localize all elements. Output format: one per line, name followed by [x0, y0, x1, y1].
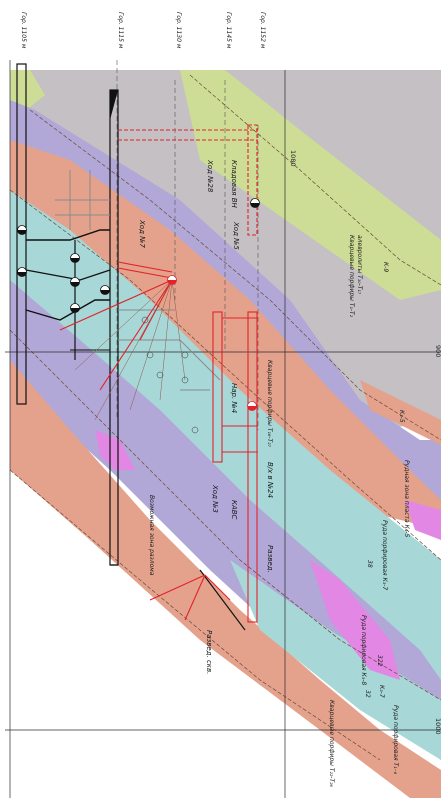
fan-line-1 [94, 279, 173, 421]
label-hod3: Ход №3 [211, 484, 219, 513]
label-razved-skv: Развед. скв. [205, 630, 213, 674]
label-hod5: Ход №5 [232, 221, 240, 250]
label-lower: Кварцевые порфиры Т₂₂-Т₂₆ [328, 700, 335, 788]
label-c32: 32 [364, 690, 371, 698]
stations [17, 198, 260, 411]
stratum-yellowgreen [180, 70, 441, 300]
horizon-labels: Гор. 1105 м Гор. 1115 м Гор. 1130 м Гор.… [20, 12, 266, 49]
fan-line-5 [74, 279, 173, 371]
label-aleurolite: алевролиты Т₁₀-Т₁₇ [356, 235, 363, 295]
marker-3 [156, 371, 164, 379]
fan-line-4 [171, 279, 186, 381]
label-vk24: В/х в №24 [266, 462, 274, 498]
red-fan-1 [99, 279, 173, 391]
station-8 [167, 275, 177, 285]
grid-label-1080: 1080 [289, 150, 297, 167]
stratum-salmon-lower [10, 360, 441, 798]
stratum-magenta-lens-1 [310, 560, 400, 680]
horizon-label-1130: Гор. 1130 м [175, 12, 182, 49]
horizon-label-1145: Гор. 1145 м [225, 12, 232, 49]
stratum-magenta-lens-2 [95, 430, 135, 470]
fan-line-3 [159, 279, 173, 401]
red-fan-4 [149, 574, 206, 601]
label-zone-fault: Возможная зона разлома [148, 495, 155, 576]
boundary-5 [9, 469, 381, 761]
drift-7 [199, 569, 246, 631]
label-ore-k8: Руда порфировая К₃-8 [360, 615, 367, 685]
main-shaft [16, 63, 27, 405]
stratum-cyan-lower [230, 560, 441, 760]
station-3 [70, 253, 80, 263]
red-fan-2 [59, 279, 173, 331]
boundary-3 [9, 189, 441, 561]
horizon-label-1105: Гор. 1105 м [20, 12, 27, 49]
label-quartz-green: Кварцевые порфиры Т₁-Т₂ [348, 235, 355, 318]
red-hod7-b [117, 267, 173, 279]
label-razved: Развед. [266, 545, 274, 573]
label-nar4: Нар. №4 [230, 383, 238, 413]
strata [10, 70, 441, 798]
grid-lines [5, 60, 441, 798]
label-k9: К-9 [382, 262, 389, 272]
label-coal-seam: Рудная зона пласта К₁-5 [403, 460, 410, 537]
drift-3 [25, 269, 111, 281]
working-labels: Ход №7 Ход №5 Ход №28 Кладовая ВН Нар. №… [138, 159, 274, 674]
grid-label-900: 900 [434, 345, 441, 357]
red-vk24 [247, 311, 258, 623]
label-hod28: Ход №28 [206, 159, 214, 193]
fan-lines [74, 279, 186, 421]
station-1 [17, 225, 27, 235]
grid-label-1000: 1000 [434, 718, 441, 735]
label-c38: 38 [366, 560, 373, 568]
label-coal-k7: Руда порфировая К₃-7 [381, 520, 388, 590]
label-c322: 322 [376, 655, 383, 667]
label-hod7: Ход №7 [138, 219, 146, 248]
label-k5: К₃-5 [398, 410, 405, 423]
stratum-labels: Кварцевые порфиры Т₁-Т₂ алевролиты Т₁₀-Т… [148, 235, 410, 788]
boundary-4 [9, 329, 441, 701]
marker-5 [181, 376, 189, 384]
label-band-brown: Кварцевые порфиры Т₁₆-Т₂₇ [266, 360, 273, 448]
drift-1 [26, 229, 110, 241]
marker-6 [191, 426, 199, 434]
label-kavs: КАВС [230, 500, 238, 520]
label-k7b: К₃-7 [378, 685, 385, 698]
mine-workings [16, 63, 246, 631]
red-hod7-a [117, 261, 173, 273]
red-fan-5 [184, 574, 206, 621]
stratum-magenta-lens-3 [405, 500, 441, 540]
label-kladovaya: Кладовая ВН [230, 160, 238, 209]
station-2 [17, 267, 27, 277]
label-lower2: Руда порфировая Т₁₋₆ [392, 705, 399, 775]
horizon-lines [116, 60, 259, 430]
shaft-mark [110, 90, 118, 120]
point-markers [141, 316, 199, 434]
station-5 [70, 303, 80, 313]
station-4 [70, 277, 80, 287]
marker-2 [146, 351, 154, 359]
boundary-1 [189, 74, 441, 286]
red-fan-6 [204, 574, 231, 601]
horizon-label-1152: Гор. 1152 м [259, 12, 266, 49]
marker-1 [141, 316, 149, 324]
red-nar4 [212, 311, 223, 463]
marker-4 [181, 351, 189, 359]
stratum-grey-right [225, 70, 441, 240]
station-9 [247, 401, 257, 411]
grid-labels: 1080 900 1000 [289, 150, 441, 735]
station-7 [250, 198, 260, 208]
fan-line-2 [129, 279, 173, 411]
stratum-salmon-top-right [360, 380, 441, 445]
red-drift-upper [247, 124, 258, 236]
red-workings [59, 124, 258, 623]
horizon-label-1115: Гор. 1115 м [117, 12, 124, 49]
station-6 [100, 285, 110, 295]
